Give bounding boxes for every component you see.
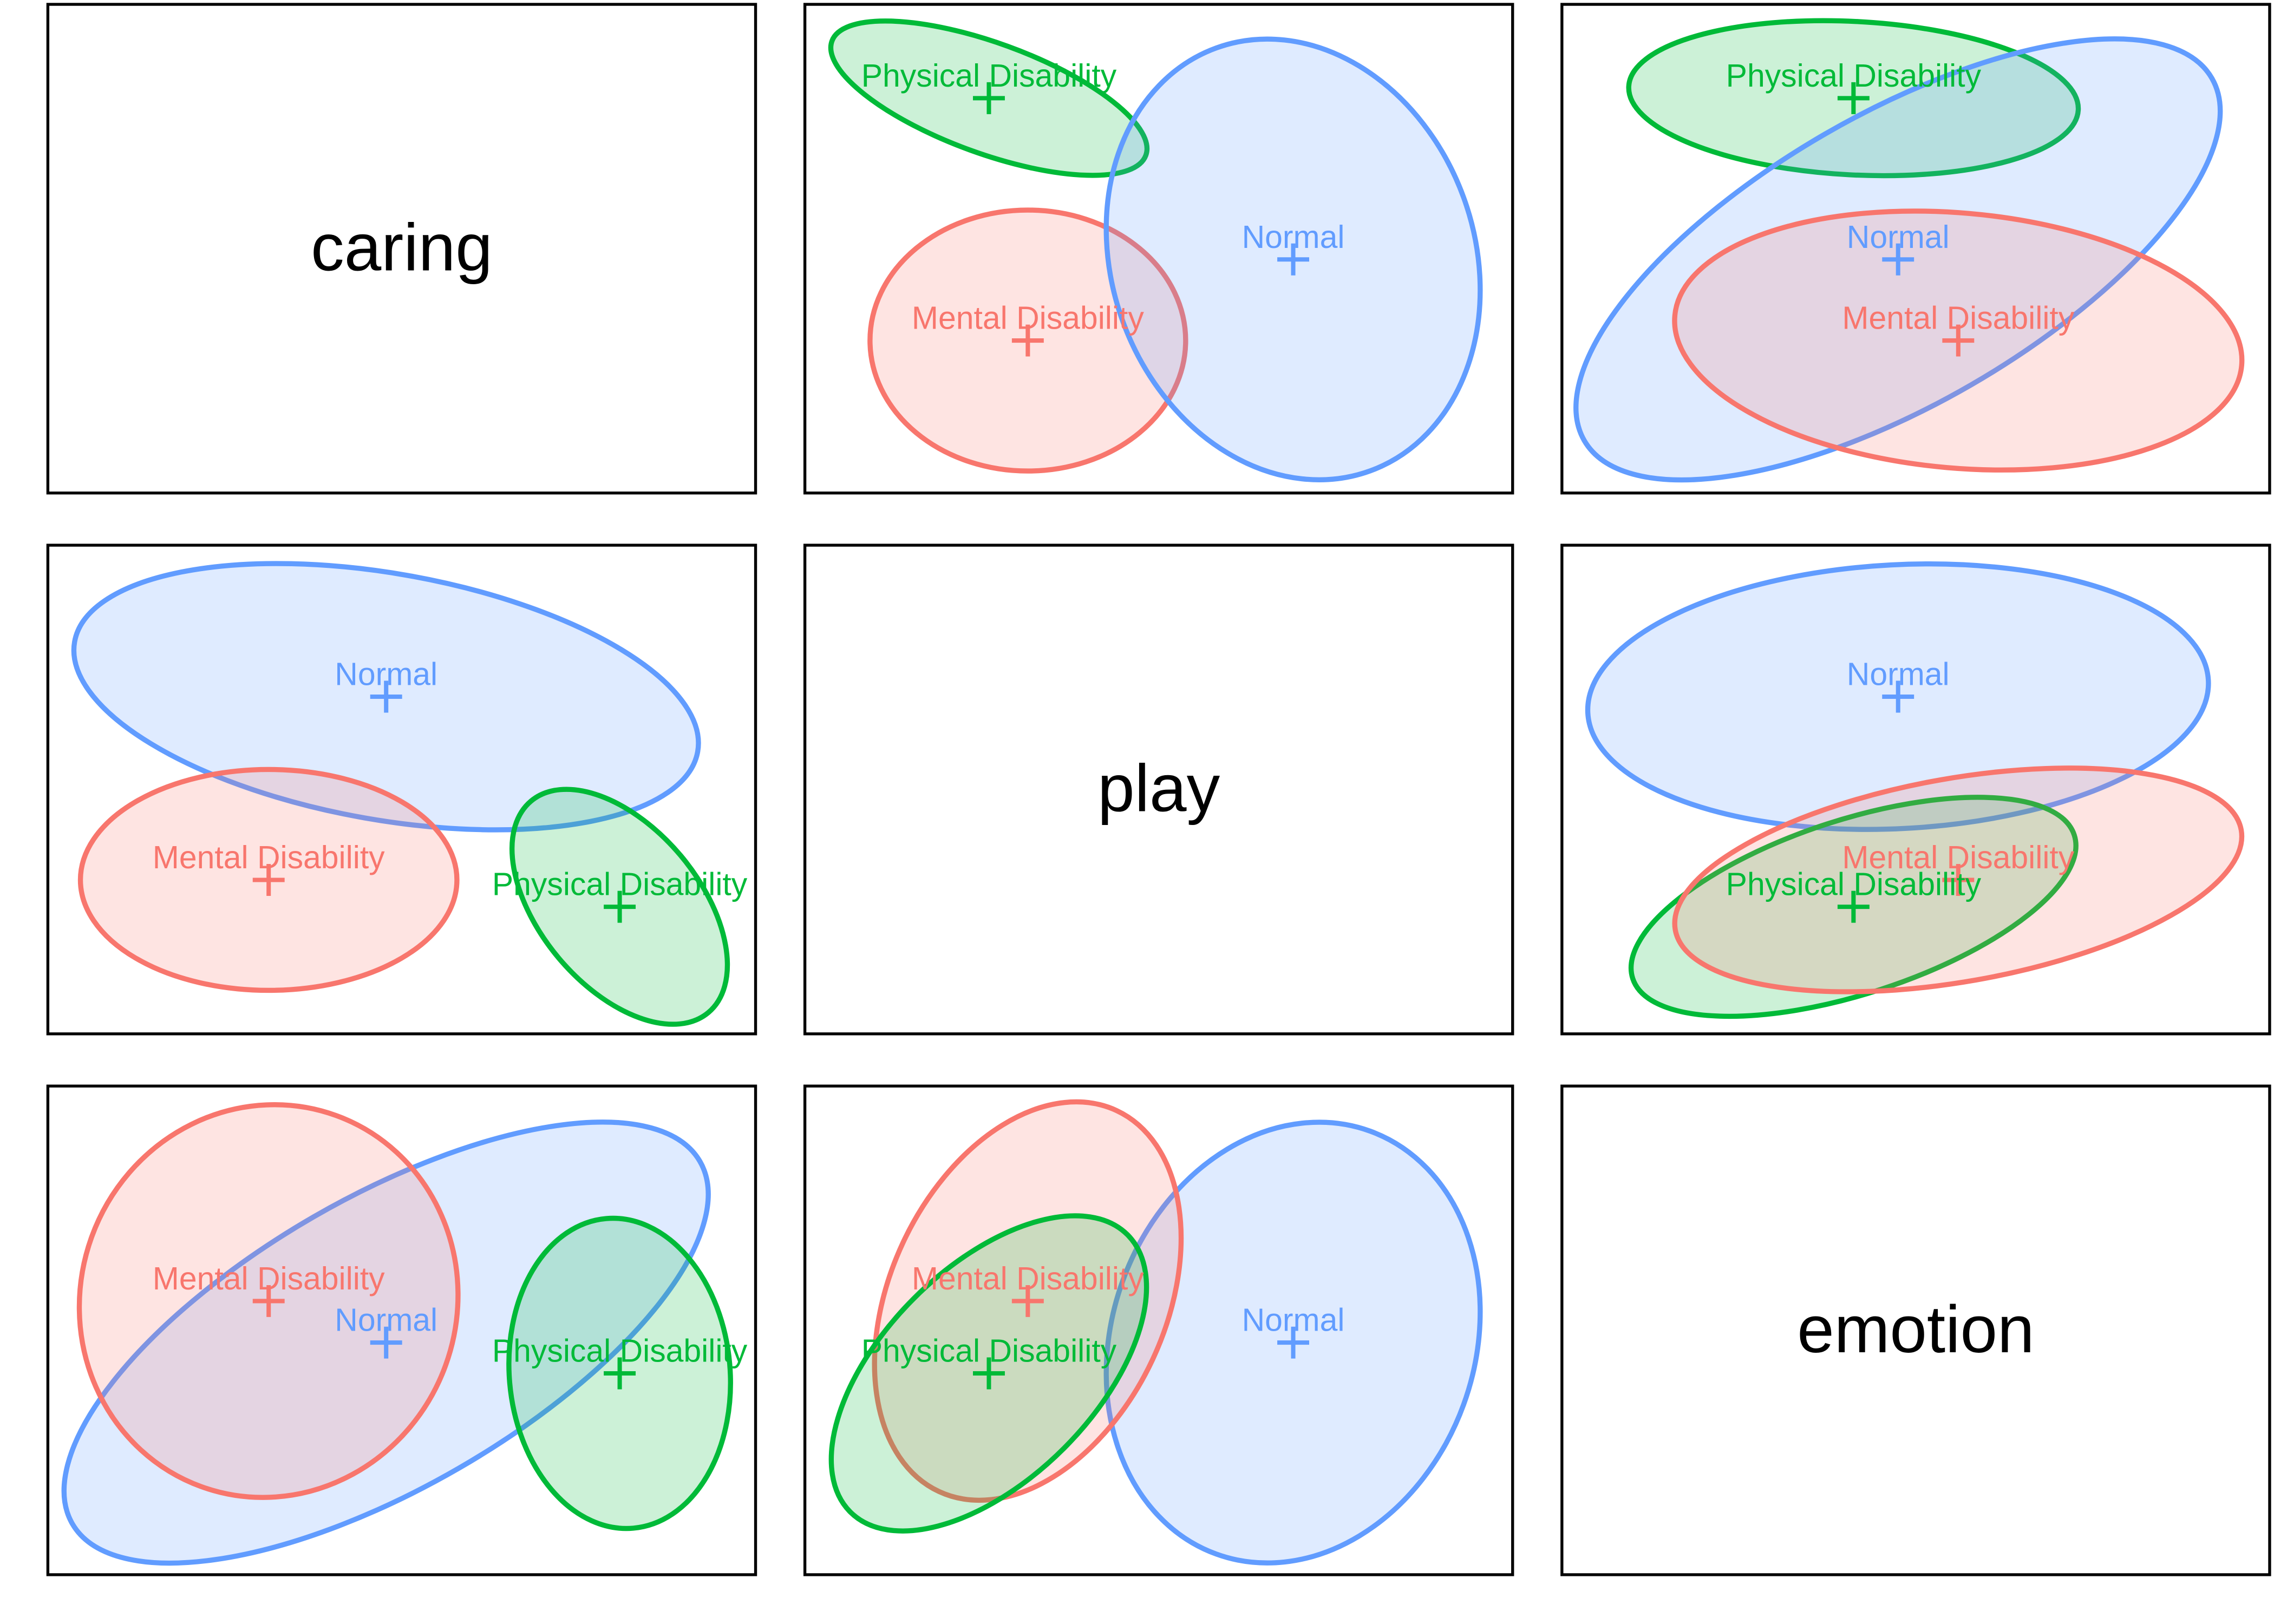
variable-label: play — [1097, 751, 1220, 826]
mean-marker — [973, 1357, 1005, 1390]
panel-plot-area — [828, 1099, 1483, 1566]
group-label: Physical Disability — [1726, 867, 1982, 902]
mean-marker — [1837, 890, 1870, 923]
mean-marker — [1011, 324, 1044, 357]
mean-marker — [604, 1357, 636, 1390]
group-label: Mental Disability — [912, 301, 1144, 336]
group-label: Normal — [1847, 220, 1950, 255]
mean-marker — [252, 864, 285, 896]
panel-plot-area — [71, 561, 730, 1027]
group-label: Normal — [335, 657, 437, 692]
panel-frame — [1560, 1084, 2271, 1576]
mean-marker — [1942, 864, 1975, 896]
group-label: Normal — [1242, 220, 1345, 255]
group-label: Mental Disability — [153, 1261, 385, 1296]
group-label: Physical Disability — [492, 1334, 748, 1369]
panel-2-2: emotion — [1560, 1084, 2271, 1576]
mean-marker — [1837, 82, 1870, 114]
group-label: Normal — [1847, 657, 1950, 692]
mean-marker — [1942, 324, 1975, 357]
panel-frame — [803, 543, 1514, 1036]
variable-label: caring — [311, 211, 493, 285]
panel-0-0: caring — [46, 3, 757, 495]
panel-frame — [803, 1084, 1514, 1576]
panel-plot-area — [1573, 18, 2245, 483]
mean-marker — [1882, 680, 1914, 713]
panel-1-1: play — [803, 543, 1514, 1036]
panel-plot-area — [1585, 561, 2245, 1019]
group-label: Normal — [335, 1303, 437, 1338]
mean-marker — [1277, 1326, 1309, 1359]
group-label: Mental Disability — [153, 840, 385, 875]
mean-marker — [604, 890, 636, 923]
mean-marker — [1277, 243, 1309, 276]
panel-frame — [1560, 543, 2271, 1036]
panel-plot-area — [828, 18, 1483, 482]
group-label: Mental Disability — [1842, 840, 2074, 875]
mean-marker — [370, 680, 402, 713]
group-label: Physical Disability — [861, 58, 1117, 94]
mean-marker — [973, 82, 1005, 114]
panel-plot-area — [61, 1102, 733, 1566]
variable-label: emotion — [1797, 1292, 2034, 1367]
mean-marker — [1011, 1285, 1044, 1317]
mean-marker — [1882, 243, 1914, 276]
mean-marker — [370, 1326, 402, 1359]
mean-marker — [252, 1285, 285, 1317]
panel-frame — [46, 3, 757, 495]
group-label: Physical Disability — [861, 1334, 1117, 1369]
group-label: Physical Disability — [492, 867, 748, 902]
group-label: Mental Disability — [912, 1261, 1144, 1296]
group-label: Mental Disability — [1842, 301, 2074, 336]
group-label: Normal — [1242, 1303, 1345, 1338]
group-label: Physical Disability — [1726, 58, 1982, 94]
